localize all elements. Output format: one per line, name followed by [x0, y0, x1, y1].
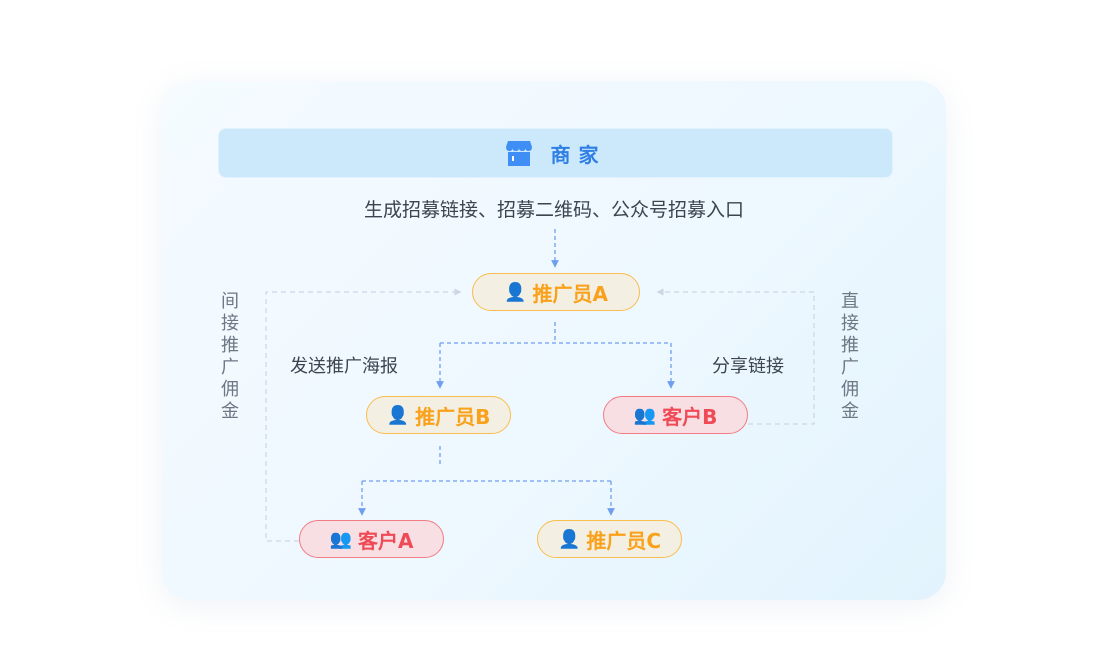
promoter-icon: 👤: [504, 281, 527, 303]
merchant-header: 商家: [218, 128, 893, 178]
promoter-a-node: 👤 推广员A: [472, 273, 640, 311]
edge-indirect-commission: [265, 288, 462, 542]
customers-icon: 👥: [633, 404, 657, 426]
store-icon: [505, 141, 532, 166]
indirect-commission-label: 间接推广佣金: [221, 291, 239, 422]
promoter-b-label: 推广员B: [415, 404, 491, 429]
send-poster-label: 发送推广海报: [290, 356, 398, 377]
customer-b-node: 👥 客户B: [603, 396, 748, 434]
edge-b-split: [362, 446, 611, 482]
edge-a-split: [440, 322, 671, 344]
customer-b-label: 客户B: [662, 404, 718, 429]
promoter-a-label: 推广员A: [532, 281, 608, 306]
promoter-icon: 👤: [557, 528, 581, 550]
merchant-title: 商家: [550, 142, 607, 167]
promoter-c-label: 推广员C: [586, 528, 662, 553]
share-link-label: 分享链接: [712, 356, 784, 377]
promoter-icon: 👤: [386, 404, 410, 426]
promoter-c-node: 👤 推广员C: [537, 520, 682, 558]
customer-a-label: 客户A: [357, 528, 414, 553]
recruit-channels-text: 生成招募链接、招募二维码、公众号招募入口: [363, 199, 744, 221]
customers-icon: 👥: [329, 528, 352, 550]
edge-direct-commission: [656, 288, 815, 425]
direct-commission-label: 直接推广佣金: [841, 291, 859, 422]
promoter-b-node: 👤 推广员B: [366, 396, 511, 434]
customer-a-node: 👥 客户A: [299, 520, 444, 558]
